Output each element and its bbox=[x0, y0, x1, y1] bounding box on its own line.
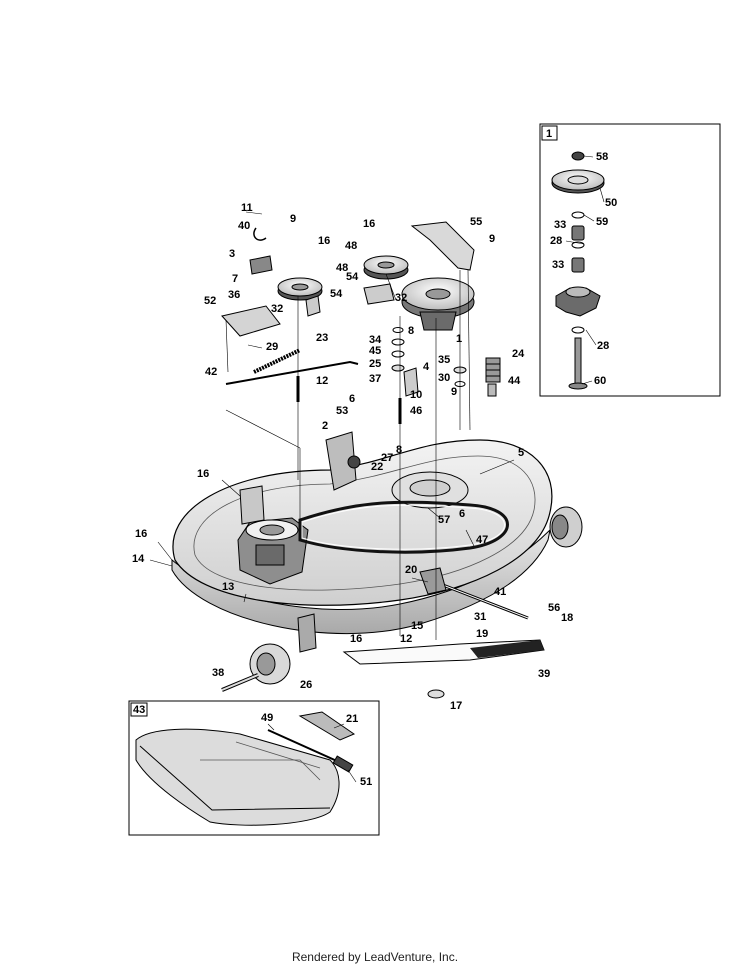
callout-c9a: 9 bbox=[290, 213, 296, 225]
deflector-inset: 43 bbox=[128, 700, 380, 836]
front-left-wheel bbox=[221, 643, 291, 692]
rear-right-wheel bbox=[549, 506, 583, 548]
callout-c4: 4 bbox=[423, 361, 430, 373]
callout-c33a: 33 bbox=[554, 219, 566, 231]
callout-c46: 46 bbox=[410, 405, 422, 417]
callout-c16e: 16 bbox=[350, 633, 362, 645]
callout-c17: 17 bbox=[450, 700, 462, 712]
callout-c8a: 8 bbox=[408, 325, 414, 337]
callout-c56: 56 bbox=[548, 602, 560, 614]
callout-c5: 5 bbox=[518, 447, 524, 459]
callout-c58: 58 bbox=[596, 151, 608, 163]
callout-c60: 60 bbox=[594, 375, 606, 387]
callout-c26: 26 bbox=[300, 679, 312, 691]
callout-c36: 36 bbox=[228, 289, 240, 301]
callout-c54b: 54 bbox=[346, 271, 359, 283]
callout-c22: 22 bbox=[371, 461, 383, 473]
callout-c16d: 16 bbox=[135, 528, 147, 540]
callout-c21: 21 bbox=[346, 713, 358, 725]
callout-c6a: 6 bbox=[349, 393, 355, 405]
callout-c8b: 8 bbox=[396, 444, 402, 456]
callout-c35: 35 bbox=[438, 354, 450, 366]
callout-c39: 39 bbox=[538, 668, 550, 680]
callout-c50: 50 bbox=[605, 197, 617, 209]
callout-c12b: 12 bbox=[400, 633, 412, 645]
leader-lines bbox=[149, 211, 515, 640]
callout-c7: 7 bbox=[232, 273, 238, 285]
callout-c47: 47 bbox=[476, 534, 488, 546]
callout-c54a: 54 bbox=[330, 288, 343, 300]
callout-c28b: 28 bbox=[597, 340, 609, 352]
spindle-assembly-inset: 1 bbox=[539, 123, 721, 397]
callout-c31: 31 bbox=[474, 611, 486, 623]
callout-c44: 44 bbox=[508, 375, 521, 387]
callout-c37: 37 bbox=[369, 373, 381, 385]
callout-c13: 13 bbox=[222, 581, 234, 593]
callout-c6b: 6 bbox=[459, 508, 465, 520]
left-idler-assembly bbox=[221, 227, 359, 402]
callout-c53: 53 bbox=[336, 405, 348, 417]
callout-c16a: 16 bbox=[318, 235, 330, 247]
callout-c9c: 9 bbox=[451, 386, 457, 398]
callout-c59: 59 bbox=[596, 216, 608, 228]
callout-c12a: 12 bbox=[316, 375, 328, 387]
callout-c3: 3 bbox=[229, 248, 235, 260]
callout-c42: 42 bbox=[205, 366, 217, 378]
callout-c51: 51 bbox=[360, 776, 372, 788]
callout-c16b: 16 bbox=[363, 218, 375, 230]
callout-c28a: 28 bbox=[550, 235, 562, 247]
callout-c1: 1 bbox=[456, 333, 462, 345]
callout-c49: 49 bbox=[261, 712, 273, 724]
callout-c16c: 16 bbox=[197, 468, 209, 480]
callout-c29: 29 bbox=[266, 341, 278, 353]
mower-blade bbox=[342, 639, 545, 699]
callout-c55: 55 bbox=[470, 216, 482, 228]
callout-c41: 41 bbox=[494, 586, 506, 598]
callout-c48b: 48 bbox=[345, 240, 357, 252]
callout-c2: 2 bbox=[322, 420, 328, 432]
callout-c15: 15 bbox=[411, 620, 423, 632]
callout-c57: 57 bbox=[438, 514, 450, 526]
callout-c52: 52 bbox=[204, 295, 216, 307]
render-credit: Rendered by LeadVenture, Inc. bbox=[291, 950, 459, 964]
callout-c11: 11 bbox=[241, 202, 253, 214]
callout-c45: 45 bbox=[369, 345, 381, 357]
callout-c25: 25 bbox=[369, 358, 381, 370]
callout-c23: 23 bbox=[316, 332, 328, 344]
callout-c10: 10 bbox=[410, 389, 422, 401]
callout-c34: 34 bbox=[369, 334, 382, 346]
callout-c32b: 32 bbox=[395, 292, 407, 304]
callout-c48a: 48 bbox=[336, 262, 348, 274]
callout-c24: 24 bbox=[512, 348, 525, 360]
callout-c18: 18 bbox=[561, 612, 573, 624]
callout-c27: 27 bbox=[381, 452, 393, 464]
spindle-inset-label: 1 bbox=[546, 128, 552, 140]
callout-c32a: 32 bbox=[271, 303, 283, 315]
callout-c14: 14 bbox=[132, 553, 145, 565]
callout-c33b: 33 bbox=[552, 259, 564, 271]
callout-c40: 40 bbox=[238, 220, 250, 232]
callout-c30: 30 bbox=[438, 372, 450, 384]
callout-c9b: 9 bbox=[489, 233, 495, 245]
callout-c38: 38 bbox=[212, 667, 224, 679]
callout-c20: 20 bbox=[405, 564, 417, 576]
right-idler-assembly bbox=[363, 221, 501, 424]
mower-deck-housing bbox=[171, 431, 583, 653]
deflector-inset-label: 43 bbox=[133, 704, 145, 716]
callout-c19: 19 bbox=[476, 628, 488, 640]
